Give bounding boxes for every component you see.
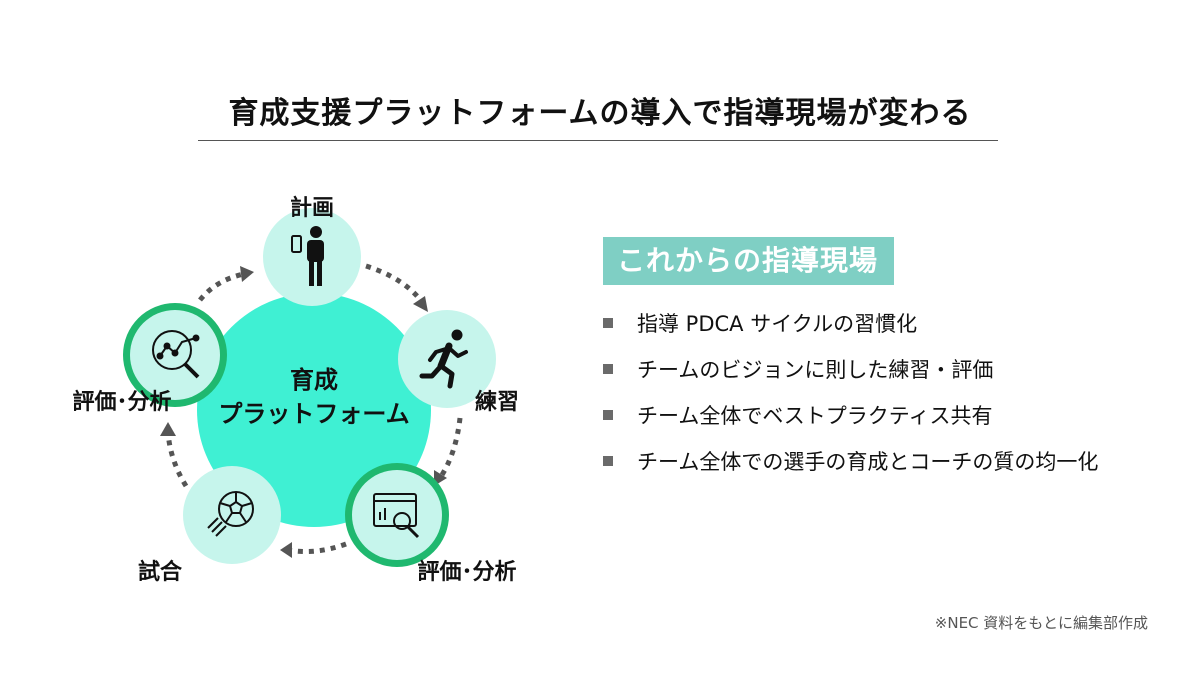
arrowhead-review-left xyxy=(160,422,176,436)
square-bullet-icon xyxy=(603,410,613,420)
node-plan: 計画 xyxy=(263,195,361,306)
arrowhead-plan xyxy=(240,266,254,282)
square-bullet-icon xyxy=(603,456,613,466)
arrow-review-to-plan xyxy=(198,271,245,302)
dashboard-magnifier-icon xyxy=(373,493,420,539)
arrow-plan-to-practice xyxy=(365,263,424,304)
arrowhead-review xyxy=(434,470,447,486)
node-review-left-label: 評価･分析 xyxy=(72,389,171,415)
soccer-ball-icon xyxy=(207,491,254,537)
bullet-item: 指導 PDCA サイクルの習慣化 xyxy=(603,300,1098,346)
node-match: 試合 xyxy=(138,466,281,585)
bullet-text: チームのビジョンに則した練習・評価 xyxy=(637,358,994,382)
arrowhead-match xyxy=(280,542,292,558)
arrowhead-practice xyxy=(413,296,428,312)
bullet-text: 指導 PDCA サイクルの習慣化 xyxy=(637,312,918,336)
bullet-text: チーム全体での選手の育成とコーチの質の均一化 xyxy=(637,450,1099,474)
node-practice-label: 練習 xyxy=(475,389,519,415)
node-practice: 練習 xyxy=(398,310,519,415)
bullet-item: チーム全体での選手の育成とコーチの質の均一化 xyxy=(603,438,1098,484)
bullet-item: チームのビジョンに則した練習・評価 xyxy=(603,346,1098,392)
title-underline xyxy=(198,140,998,141)
person-with-phone-icon xyxy=(291,226,324,286)
arrow-practice-to-review xyxy=(437,417,463,480)
arrow-heads xyxy=(160,266,447,558)
node-review-right: 評価･分析 xyxy=(345,463,517,585)
running-person-icon xyxy=(419,329,468,389)
source-note: ※NEC 資料をもとに編集部作成 xyxy=(934,614,1148,632)
page-title: 育成支援プラットフォームの導入で指導現場が変わる xyxy=(228,96,972,131)
cycle-diagram: 育成 プラットフォーム 計画 xyxy=(72,195,519,585)
cycle-arrows xyxy=(165,263,463,554)
node-review-left: 評価･分析 xyxy=(72,303,227,415)
square-bullet-icon xyxy=(603,318,613,328)
center-label-line1: 育成 xyxy=(290,366,338,394)
arrow-review-to-match xyxy=(287,541,347,554)
center-label-line2: プラットフォーム xyxy=(218,400,409,428)
node-match-label: 試合 xyxy=(138,559,183,585)
bullet-text: チーム全体でベストプラクティス共有 xyxy=(637,404,993,428)
square-bullet-icon xyxy=(603,364,613,374)
node-plan-label: 計画 xyxy=(290,195,334,221)
bullet-item: チーム全体でベストプラクティス共有 xyxy=(603,392,1098,438)
magnifier-chart-icon xyxy=(152,330,200,379)
arrow-match-to-review xyxy=(165,431,189,488)
node-review-right-label: 評価･分析 xyxy=(417,559,516,585)
bullet-list: 指導 PDCA サイクルの習慣化 チームのビジョンに則した練習・評価 チーム全体… xyxy=(603,300,1098,484)
panel-heading: これからの指導現場 xyxy=(603,237,895,285)
center-circle xyxy=(197,293,431,527)
